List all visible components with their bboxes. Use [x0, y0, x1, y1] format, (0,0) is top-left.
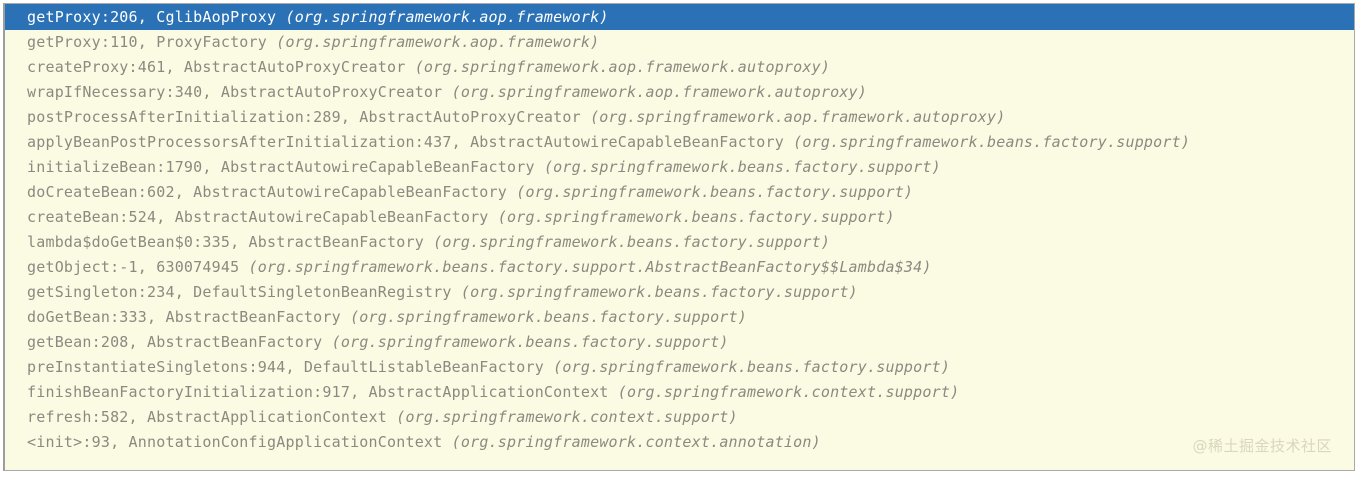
stack-frame-package: (org.springframework.beans.factory.suppo…: [543, 158, 941, 176]
stack-frame-location: applyBeanPostProcessorsAfterInitializati…: [27, 133, 794, 151]
stack-frame-row[interactable]: wrapIfNecessary:340, AbstractAutoProxyCr…: [5, 80, 1354, 105]
stack-frame-row[interactable]: doCreateBean:602, AbstractAutowireCapabl…: [5, 180, 1354, 205]
stack-frame-package: (org.springframework.aop.framework.autop…: [451, 83, 868, 101]
stack-frame-location: postProcessAfterInitialization:289, Abst…: [27, 108, 591, 126]
stack-frame-package: (org.springframework.aop.framework): [285, 8, 609, 26]
stack-frame-location: lambda$doGetBean$0:335, AbstractBeanFact…: [27, 233, 434, 251]
stack-frame-package: (org.springframework.beans.factory.suppo…: [793, 133, 1191, 151]
stack-frame-package: (org.springframework.context.support): [617, 383, 960, 401]
stack-frame-row[interactable]: applyBeanPostProcessorsAfterInitializati…: [5, 130, 1354, 155]
stack-frame-package: (org.springframework.aop.framework.autop…: [590, 108, 1006, 126]
stack-frame-row[interactable]: <init>:93, AnnotationConfigApplicationCo…: [5, 430, 1354, 455]
stack-frame-location: getProxy:110, ProxyFactory: [27, 33, 277, 51]
stack-frame-package: (org.springframework.beans.factory.suppo…: [460, 283, 858, 301]
stack-frame-location: getBean:208, AbstractBeanFactory: [27, 333, 332, 351]
stack-frame-row[interactable]: getProxy:206, CglibAopProxy (org.springf…: [5, 4, 1354, 30]
stack-frame-location: wrapIfNecessary:340, AbstractAutoProxyCr…: [27, 83, 452, 101]
stack-frame-row[interactable]: refresh:582, AbstractApplicationContext …: [5, 405, 1354, 430]
stack-frame-row[interactable]: initializeBean:1790, AbstractAutowireCap…: [5, 155, 1354, 180]
stack-frame-row[interactable]: postProcessAfterInitialization:289, Abst…: [5, 105, 1354, 130]
stack-frame-row[interactable]: createBean:524, AbstractAutowireCapableB…: [5, 205, 1354, 230]
stack-frame-location: <init>:93, AnnotationConfigApplicationCo…: [27, 433, 452, 451]
stack-frame-location: doGetBean:333, AbstractBeanFactory: [27, 308, 351, 326]
stack-frame-location: refresh:582, AbstractApplicationContext: [27, 408, 397, 426]
stack-frame-location: getSingleton:234, DefaultSingletonBeanRe…: [27, 283, 461, 301]
stack-frame-row[interactable]: getProxy:110, ProxyFactory (org.springfr…: [5, 30, 1354, 55]
stack-frame-package: (org.springframework.context.support): [396, 408, 738, 426]
stack-frame-list[interactable]: getProxy:206, CglibAopProxy (org.springf…: [5, 4, 1354, 470]
stack-frame-package: (org.springframework.beans.factory.suppo…: [553, 358, 951, 376]
stack-frame-package: (org.springframework.beans.factory.suppo…: [433, 233, 831, 251]
stack-frame-package: (org.springframework.beans.factory.suppo…: [248, 258, 932, 276]
stack-frame-package: (org.springframework.beans.factory.suppo…: [516, 183, 914, 201]
stack-frame-package: (org.springframework.beans.factory.suppo…: [497, 208, 895, 226]
stack-frame-package: (org.springframework.aop.framework): [276, 33, 600, 51]
stack-frame-location: doCreateBean:602, AbstractAutowireCapabl…: [27, 183, 517, 201]
stack-frame-row[interactable]: doGetBean:333, AbstractBeanFactory (org.…: [5, 305, 1354, 330]
stack-frame-row[interactable]: finishBeanFactoryInitialization:917, Abs…: [5, 380, 1354, 405]
stack-frame-row[interactable]: lambda$doGetBean$0:335, AbstractBeanFact…: [5, 230, 1354, 255]
stack-frame-package: (org.springframework.beans.factory.suppo…: [331, 333, 729, 351]
stack-frame-location: createProxy:461, AbstractAutoProxyCreato…: [27, 58, 415, 76]
stack-frame-location: getProxy:206, CglibAopProxy: [27, 8, 286, 26]
stack-frame-package: (org.springframework.beans.factory.suppo…: [350, 308, 748, 326]
stack-frame-location: createBean:524, AbstractAutowireCapableB…: [27, 208, 498, 226]
stack-frame-row[interactable]: createProxy:461, AbstractAutoProxyCreato…: [5, 55, 1354, 80]
stack-frame-row[interactable]: getObject:-1, 630074945 (org.springframe…: [5, 255, 1354, 280]
stack-frame-row[interactable]: preInstantiateSingletons:944, DefaultLis…: [5, 355, 1354, 380]
stack-frame-package: (org.springframework.context.annotation): [451, 433, 821, 451]
stack-frame-package: (org.springframework.aop.framework.autop…: [414, 58, 831, 76]
stack-frame-row[interactable]: getBean:208, AbstractBeanFactory (org.sp…: [5, 330, 1354, 355]
stack-frame-location: getObject:-1, 630074945: [27, 258, 249, 276]
stack-frame-location: finishBeanFactoryInitialization:917, Abs…: [27, 383, 618, 401]
stack-trace-panel[interactable]: getProxy:206, CglibAopProxy (org.springf…: [3, 3, 1355, 471]
stack-frame-location: preInstantiateSingletons:944, DefaultLis…: [27, 358, 554, 376]
stack-frame-location: initializeBean:1790, AbstractAutowireCap…: [27, 158, 544, 176]
stack-frame-row[interactable]: getSingleton:234, DefaultSingletonBeanRe…: [5, 280, 1354, 305]
